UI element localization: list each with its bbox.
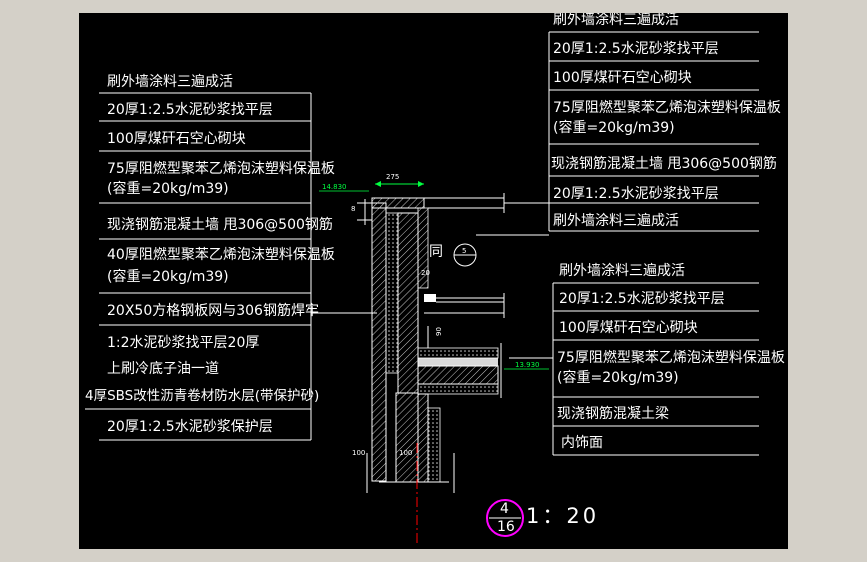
rb-layer-5: 内饰面 <box>561 435 603 451</box>
dim-100-mid: 100 <box>399 449 412 457</box>
dim-100-left: 100 <box>352 449 365 457</box>
rt-layer-4: 现浇钢筋混凝土墙 甩306@500钢筋 <box>551 155 777 172</box>
reference-circle-number: 5 <box>462 247 466 255</box>
wall-section <box>357 193 505 493</box>
detail-tag: 4 16 1：20 <box>486 499 599 537</box>
dim-width-top: 275 <box>386 173 399 181</box>
cad-viewport[interactable]: 刷外墙涂料三遍成活 20厚1:2.5水泥砂浆找平层 100厚煤矸石空心砌块 75… <box>79 13 788 549</box>
rt-top-label: 刷外墙涂料三遍成活 <box>553 13 679 28</box>
rb-layer-2: 100厚煤矸石空心砌块 <box>559 320 698 336</box>
dim-20: 20 <box>421 269 430 277</box>
dim-8: 8 <box>351 205 355 213</box>
left-callout: 刷外墙涂料三遍成活 20厚1:2.5水泥砂浆找平层 100厚煤矸石空心砌块 75… <box>85 74 377 441</box>
rt-layer-3b: (容重=20kg/m39) <box>553 119 675 136</box>
left-layer-6: 20X50方格钢板网与306钢筋焊牢 <box>107 302 319 319</box>
left-layer-7: 1:2水泥砂浆找平层20厚 <box>107 335 259 351</box>
rb-layer-4: 现浇钢筋混凝土梁 <box>557 405 669 422</box>
left-layer-5: 40厚阻燃型聚苯乙烯泡沫塑料保温板 <box>107 246 335 263</box>
detail-drawing: 刷外墙涂料三遍成活 20厚1:2.5水泥砂浆找平层 100厚煤矸石空心砌块 75… <box>85 13 785 543</box>
left-layer-4: 现浇钢筋混凝土墙 甩306@500钢筋 <box>107 216 333 233</box>
left-layer-3: 75厚阻燃型聚苯乙烯泡沫塑料保温板 <box>107 160 335 177</box>
left-layer-3b: (容重=20kg/m39) <box>107 180 229 197</box>
detail-tag-circle <box>486 499 524 537</box>
left-layer-5b: (容重=20kg/m39) <box>107 268 229 285</box>
left-callout-top-label: 刷外墙涂料三遍成活 <box>107 74 233 90</box>
same-as-label: 同 <box>429 244 443 260</box>
rt-layer-1: 20厚1:2.5水泥砂浆找平层 <box>553 41 719 57</box>
rt-layer-6: 刷外墙涂料三遍成活 <box>553 213 679 229</box>
right-bottom-callout: 刷外墙涂料三遍成活 20厚1:2.5水泥砂浆找平层 100厚煤矸石空心砌块 75… <box>509 263 785 456</box>
detail-scale: 1：20 <box>526 504 599 528</box>
left-layer-10: 20厚1:2.5水泥砂浆保护层 <box>107 419 273 435</box>
left-layer-2: 100厚煤矸石空心砌块 <box>107 131 246 147</box>
rt-layer-5: 20厚1:2.5水泥砂浆找平层 <box>553 186 719 202</box>
rt-layer-3: 75厚阻燃型聚苯乙烯泡沫塑料保温板 <box>553 99 781 116</box>
detail-number: 4 <box>500 501 509 517</box>
rb-top-label: 刷外墙涂料三遍成活 <box>559 263 685 279</box>
left-layer-9: 4厚SBS改性沥青卷材防水层(带保护砂) <box>85 388 319 404</box>
left-layer-8: 上刷冷底子油一道 <box>107 361 219 377</box>
elev-top: 14.830 <box>322 183 347 191</box>
rb-layer-3: 75厚阻燃型聚苯乙烯泡沫塑料保温板 <box>557 349 785 366</box>
dim-90: 90 <box>435 327 443 336</box>
elev-mid: 13.930 <box>515 361 540 369</box>
right-top-callout: 刷外墙涂料三遍成活 20厚1:2.5水泥砂浆找平层 100厚煤矸石空心砌块 75… <box>504 13 781 232</box>
rt-layer-2: 100厚煤矸石空心砌块 <box>553 70 692 86</box>
detail-sheet: 16 <box>497 519 515 535</box>
rb-layer-3b: (容重=20kg/m39) <box>557 369 679 386</box>
rb-layer-1: 20厚1:2.5水泥砂浆找平层 <box>559 291 725 307</box>
dimensions: 275 14.830 8 20 90 13.930 100 100 <box>319 173 549 457</box>
left-layer-1: 20厚1:2.5水泥砂浆找平层 <box>107 102 273 118</box>
